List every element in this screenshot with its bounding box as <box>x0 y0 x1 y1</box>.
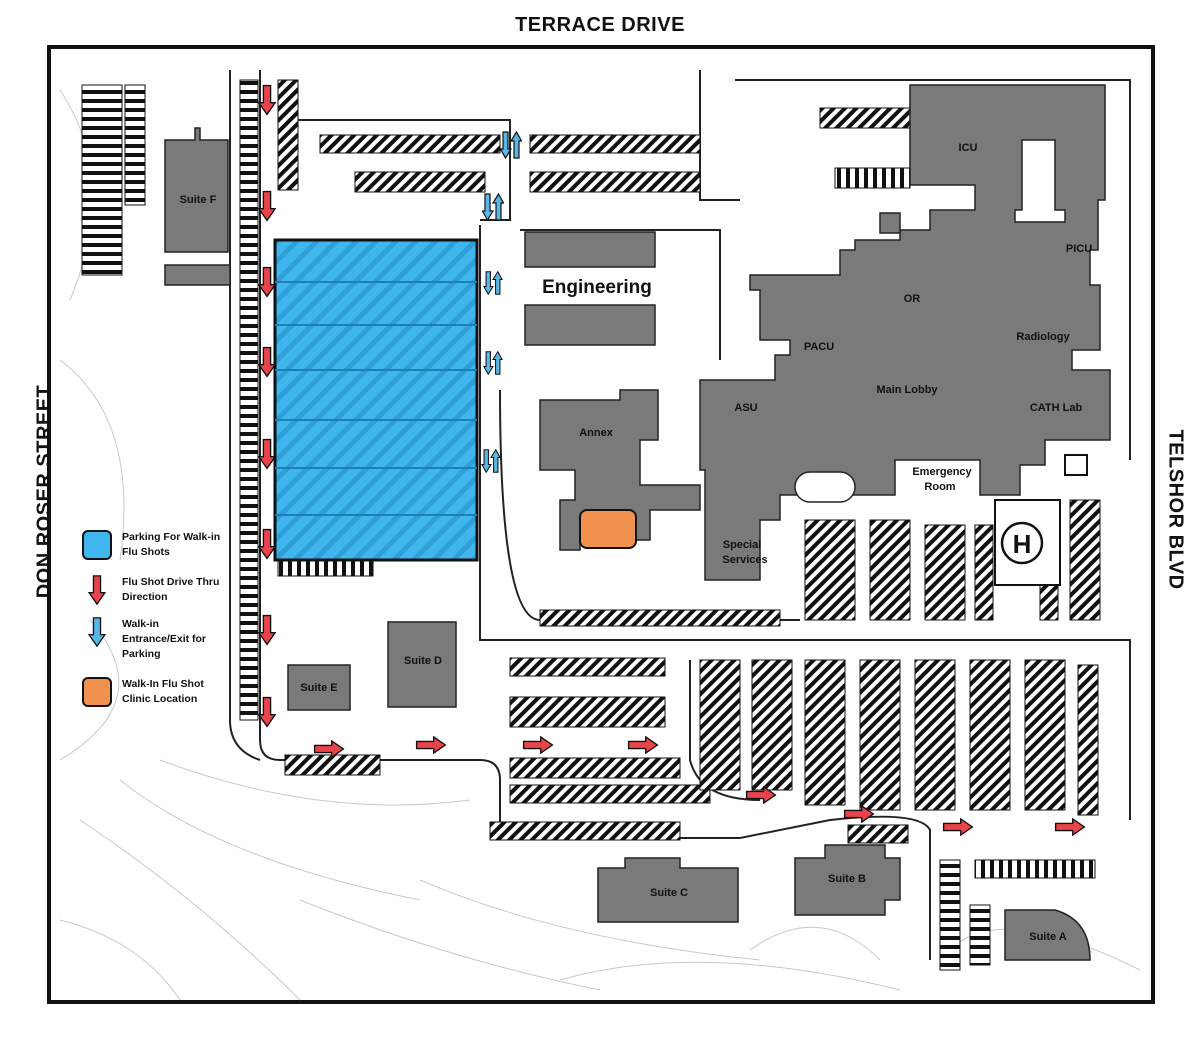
building-engineering-south <box>524 304 656 346</box>
label-suite-b: Suite B <box>828 873 866 885</box>
legend-parking: Parking For Walk-in Flu Shots <box>80 530 232 560</box>
building-engineering-north <box>524 231 656 268</box>
legend-drive-line2: Direction <box>122 591 168 603</box>
blue-down-arrow-icon <box>88 617 106 647</box>
label-or: OR <box>904 293 921 305</box>
buildings <box>164 84 1111 961</box>
parking-stalls <box>81 79 1101 971</box>
building-labels: Suite F Engineering ICU PICU OR Radiolog… <box>180 142 1093 943</box>
label-annex: Annex <box>579 427 614 439</box>
label-engineering: Engineering <box>542 277 652 298</box>
legend-clinic-line1: Walk-In Flu Shot <box>122 678 204 690</box>
street-telshor: TELSHOR BLVD <box>1164 429 1187 590</box>
building-suite-d <box>387 621 457 708</box>
right-curb <box>1064 454 1088 476</box>
building-suite-e <box>287 664 351 711</box>
label-suite-c: Suite C <box>650 887 688 899</box>
helipad-icon: H <box>994 499 1061 586</box>
label-special-2: Services <box>722 554 767 566</box>
helipad-label: H <box>1013 529 1032 559</box>
label-cath-lab: CATH Lab <box>1030 402 1083 414</box>
label-suite-f: Suite F <box>180 194 217 206</box>
legend-clinic: Walk-In Flu Shot Clinic Location <box>80 677 232 707</box>
legend-walkin-line3: Parking <box>122 648 161 660</box>
hospital-courtyards <box>794 139 1086 503</box>
label-emergency-1: Emergency <box>912 466 972 478</box>
building-main-hospital <box>699 84 1111 581</box>
label-pacu: PACU <box>804 341 834 353</box>
parking-swatch-icon <box>82 530 112 560</box>
walk-in-parking-area <box>273 238 479 562</box>
legend-parking-line1: Parking For Walk-in <box>122 531 221 543</box>
legend-parking-line2: Flu Shots <box>122 546 170 558</box>
label-radiology: Radiology <box>1016 331 1070 343</box>
legend-drive-line1: Flu Shot Drive Thru <box>122 576 220 588</box>
label-special-1: Special <box>723 539 762 551</box>
building-suite-f-annex <box>164 264 231 286</box>
walk-in-clinic-location <box>579 509 637 549</box>
street-terrace-drive: TERRACE DRIVE <box>515 14 685 36</box>
label-asu: ASU <box>734 402 757 414</box>
label-suite-e: Suite E <box>300 682 337 694</box>
street-don-roser: DON ROSER STREET <box>33 384 56 599</box>
red-down-arrow-icon <box>88 575 106 605</box>
building-annex <box>539 389 701 551</box>
label-main-lobby: Main Lobby <box>876 384 938 396</box>
legend-walkin-line1: Walk-in <box>122 618 159 630</box>
legend-walkin-line2: Entrance/Exit for <box>122 633 207 645</box>
label-emergency-2: Room <box>924 481 955 493</box>
legend-drive: Flu Shot Drive Thru Direction <box>80 575 232 605</box>
label-suite-a: Suite A <box>1029 931 1067 943</box>
legend-walkin: Walk-in Entrance/Exit for Parking <box>80 617 232 662</box>
building-suite-a <box>1004 909 1091 961</box>
terrain-lines <box>59 89 1141 1001</box>
building-suite-b <box>794 844 901 916</box>
clinic-swatch-icon <box>82 677 112 707</box>
label-icu: ICU <box>959 142 978 154</box>
legend-clinic-line2: Clinic Location <box>122 693 198 705</box>
building-suite-f <box>164 127 229 253</box>
label-suite-d: Suite D <box>404 655 442 667</box>
building-suite-c <box>597 857 739 923</box>
label-picu: PICU <box>1066 243 1092 255</box>
